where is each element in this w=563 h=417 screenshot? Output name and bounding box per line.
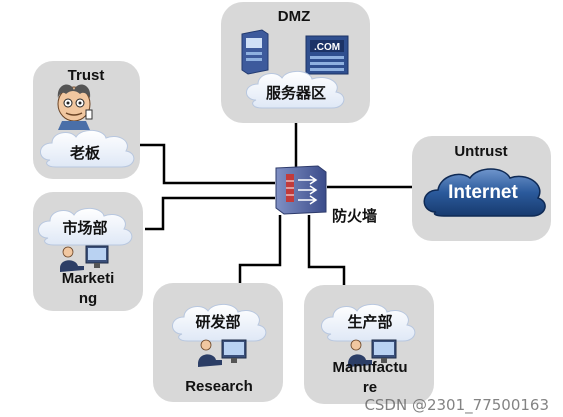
manufacture-cn-label: 生产部: [347, 313, 392, 331]
manufacture-en-label-line2: re: [363, 379, 377, 396]
marketing-zone: 市场部 Marketi ng: [33, 192, 143, 311]
wire-marketing: [145, 196, 275, 231]
untrust-title: Untrust: [454, 143, 507, 160]
trust-title: Trust: [68, 67, 105, 84]
marketing-en-label-line1: Marketi: [62, 270, 115, 287]
dmz-cloud: [246, 70, 345, 109]
marketing-en-label-line2: ng: [79, 290, 97, 307]
research-cloud: [172, 303, 267, 342]
com-label: .COM: [314, 42, 340, 53]
firewall: 防火墙: [275, 165, 377, 225]
research-cn-label: 研发部: [195, 313, 240, 331]
wire-trust: [140, 143, 275, 185]
dmz-cloud-label: 服务器区: [266, 84, 326, 102]
server-icon: [241, 29, 269, 75]
marketing-cn-label: 市场部: [62, 219, 107, 237]
research-en-label: Research: [185, 378, 253, 395]
research-zone: 研发部 Research: [153, 283, 283, 402]
internet-cloud-icon: [423, 168, 546, 217]
worker-at-computer-icon: [348, 339, 397, 367]
manufacture-zone: 生产部 Manufactu re: [304, 285, 434, 404]
worker-at-computer-icon: [60, 245, 109, 272]
trust-cloud: [40, 129, 135, 168]
manufacture-cloud: [321, 303, 416, 342]
trust-zone: Trust 老板: [33, 61, 140, 179]
worker-at-computer-icon: [198, 339, 247, 367]
manufacture-en-label-line1: Manufactu: [333, 359, 408, 376]
connection-wires: [140, 122, 414, 290]
boss-label: 老板: [69, 144, 101, 162]
firewall-label: 防火墙: [332, 207, 377, 225]
wire-research: [238, 215, 282, 288]
dmz-zone: DMZ .COM 服务器区: [221, 2, 370, 123]
web-server-icon: .COM: [305, 35, 349, 75]
internet-label: Internet: [448, 182, 518, 203]
wire-manufacture: [307, 215, 346, 290]
boss-avatar-icon: [57, 84, 93, 130]
marketing-cloud: [38, 207, 133, 246]
dmz-title: DMZ: [278, 8, 311, 25]
untrust-zone: Untrust Internet: [412, 136, 551, 241]
watermark: CSDN @2301_77500163: [364, 396, 549, 414]
